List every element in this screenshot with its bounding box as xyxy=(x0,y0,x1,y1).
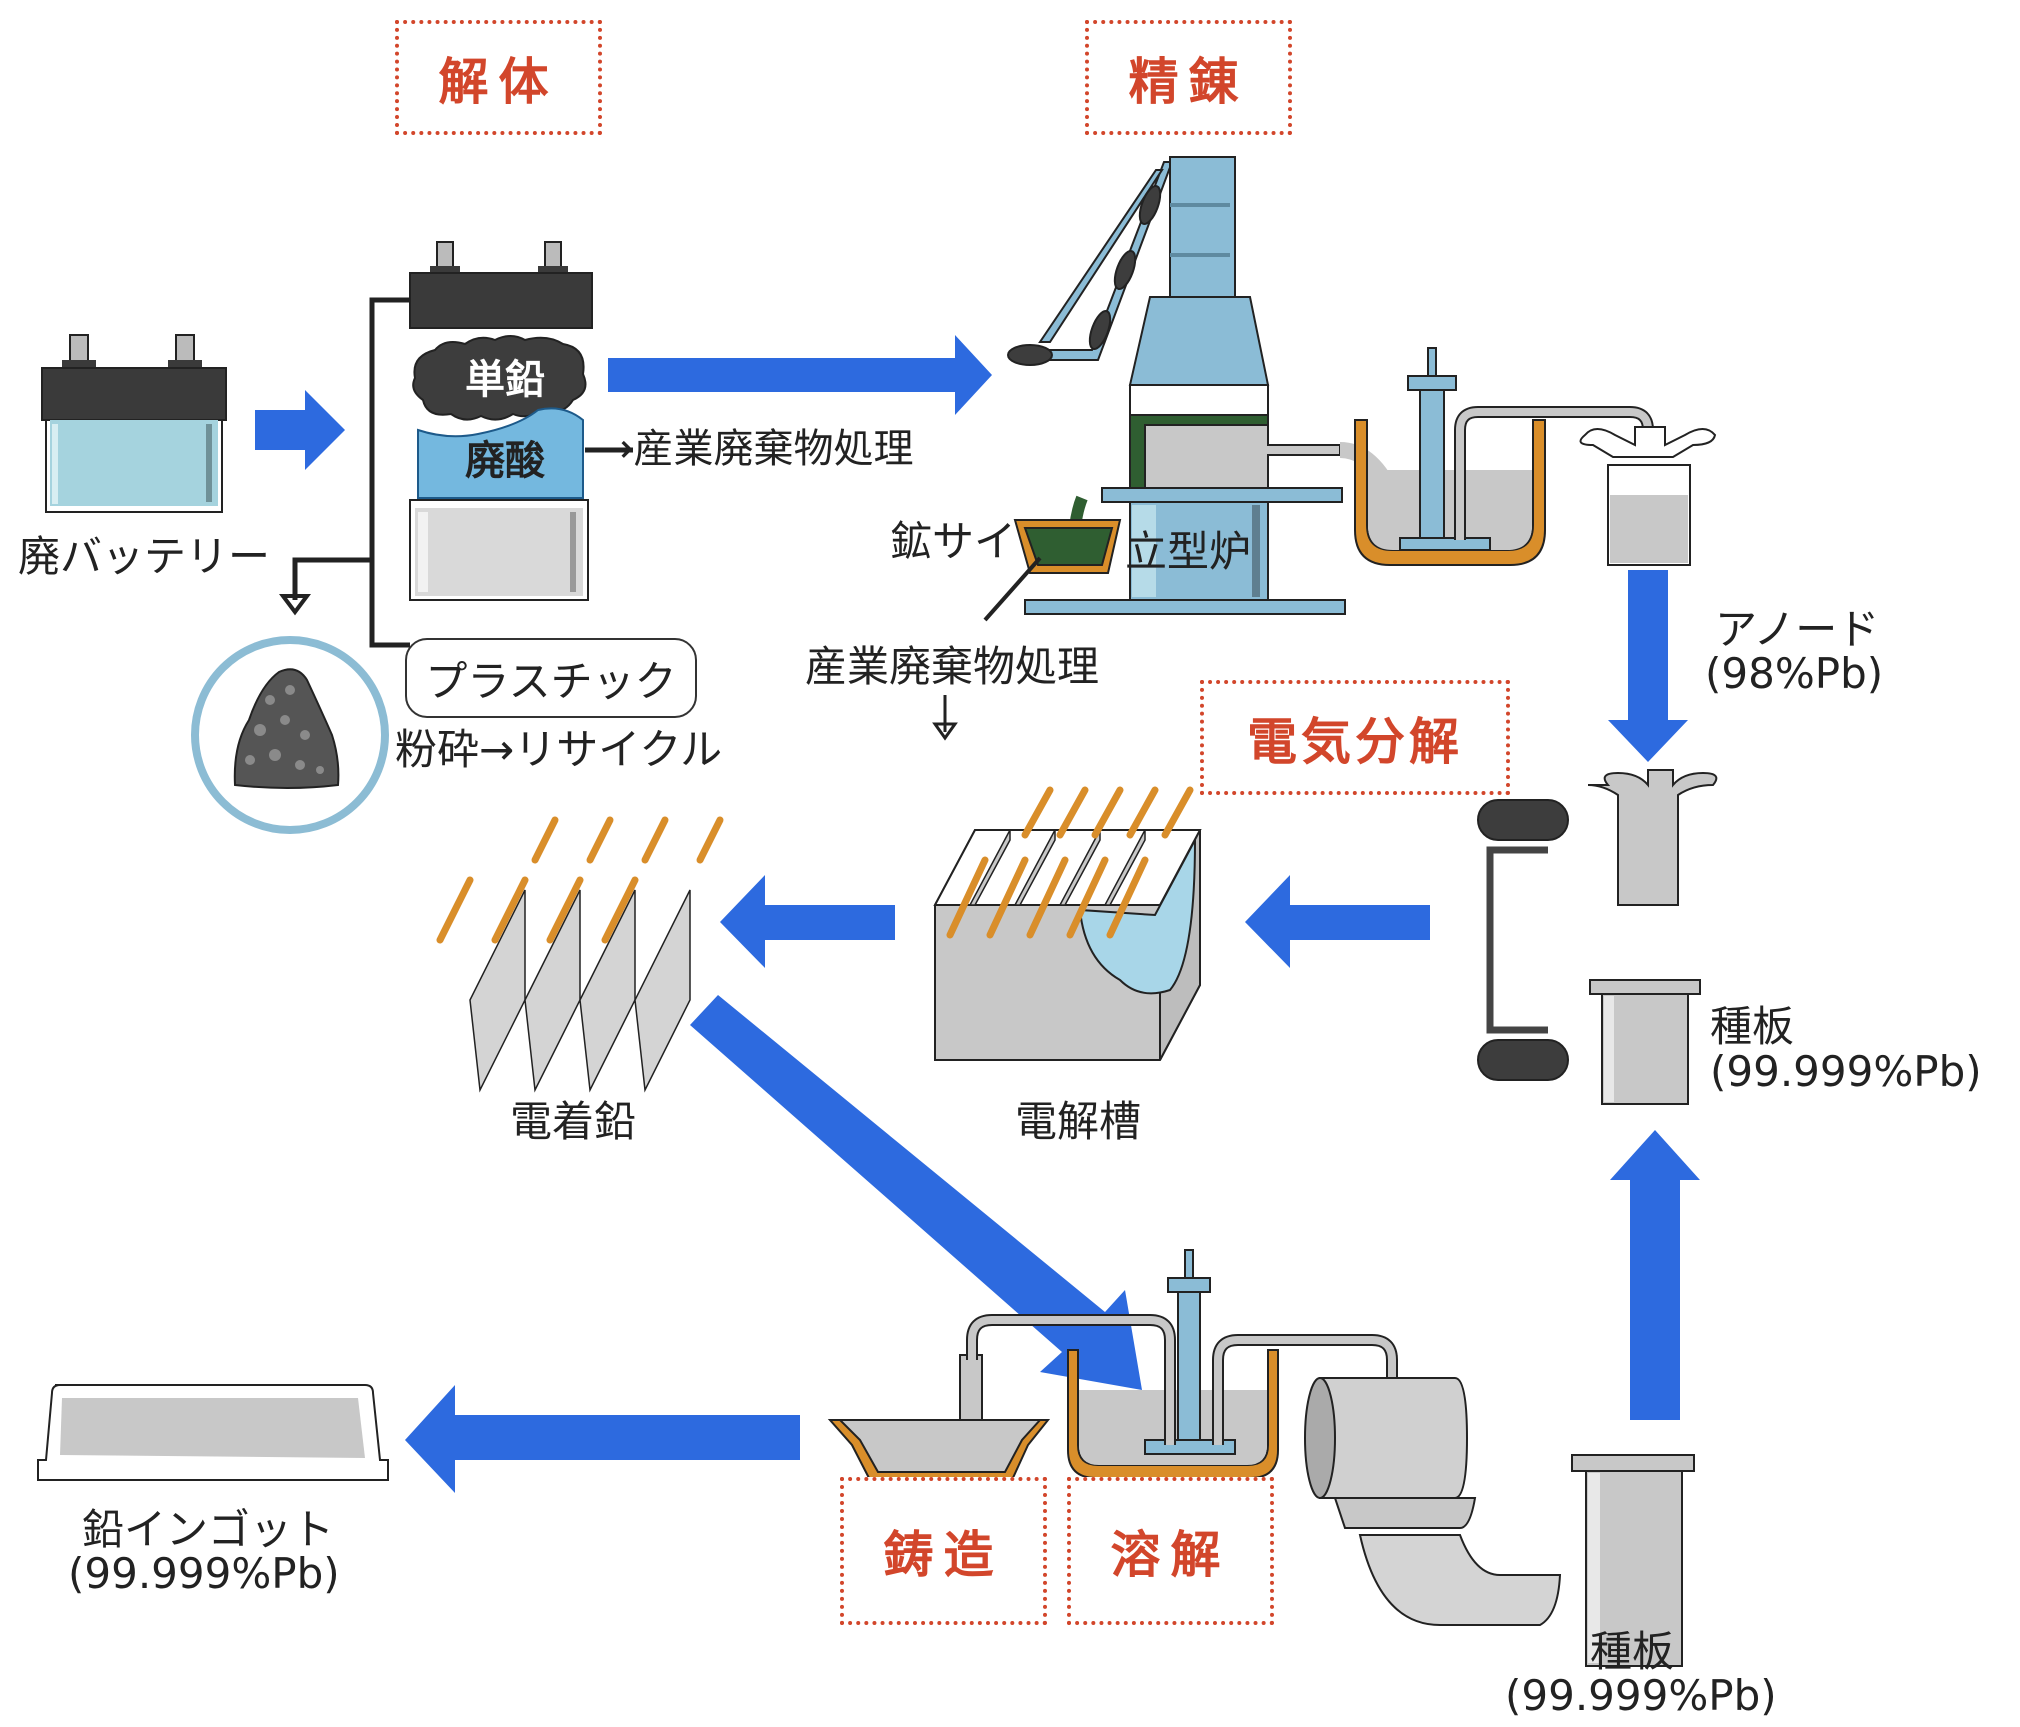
stage-dismantle: 解体 xyxy=(395,20,602,135)
label-seed-plate-purity: (99.999%Pb) xyxy=(1710,1047,1982,1096)
slag-pointer xyxy=(983,556,1042,622)
flow-arrow-6 xyxy=(690,995,1142,1390)
label-lead-ingot-purity: (99.999%Pb) xyxy=(68,1549,340,1598)
electrodeposited-lead-icon xyxy=(436,816,724,1093)
label-anode: アノード xyxy=(1715,605,1880,654)
label-electrodeposited-lead: 電着鉛 xyxy=(510,1097,637,1146)
seed-plate-bottom-icon xyxy=(1571,1454,1695,1667)
electrode-frame-icon xyxy=(1477,799,1569,1081)
lead-blob-icon xyxy=(412,335,587,421)
seed-plate-icon xyxy=(1589,979,1701,1105)
flow-arrow-4 xyxy=(1245,875,1430,968)
flow-arrow-8 xyxy=(1610,1130,1700,1420)
label-slag-disposal: 産業廃棄物処理 xyxy=(805,642,1100,691)
anode-icon xyxy=(1587,769,1718,906)
label-waste-acid: 廃酸 xyxy=(465,438,545,484)
refining-kettle-icon xyxy=(1354,347,1654,566)
plastic-crushed-icon xyxy=(191,636,389,834)
flow-arrow-1 xyxy=(255,390,345,470)
label-anode-purity: (98%Pb) xyxy=(1705,649,1884,698)
stage-casting: 鋳造 xyxy=(840,1477,1047,1625)
label-acid-disposal: →産業廃棄物処理 xyxy=(600,426,914,472)
battery-cover-icon xyxy=(409,241,593,329)
lead-ingot-icon xyxy=(37,1384,389,1481)
label-lead: 単鉛 xyxy=(465,357,545,403)
label-seed-plate-bottom-purity: (99.999%Pb) xyxy=(1505,1671,1777,1720)
electrolytic-cell-icon xyxy=(933,786,1202,1061)
label-plastic-recycle: 粉砕→リサイクル xyxy=(395,725,723,774)
lead-sheet-roll-icon xyxy=(1304,1377,1562,1626)
flow-arrow-5 xyxy=(720,875,895,968)
flow-arrow-7 xyxy=(405,1385,800,1493)
label-slag: 鉱サイ xyxy=(890,517,1017,566)
label-waste-battery: 廃バッテリー xyxy=(18,532,271,581)
battery-case-icon xyxy=(409,499,589,601)
vertical-furnace-icon xyxy=(1007,156,1346,615)
flow-arrow-2 xyxy=(608,335,992,415)
casting-pan-icon xyxy=(827,1354,1051,1481)
stage-refine: 精錬 xyxy=(1085,20,1292,135)
waste-acid-icon xyxy=(417,407,584,499)
label-lead-ingot: 鉛インゴット xyxy=(82,1505,335,1554)
flow-arrow-3 xyxy=(1608,570,1688,762)
connector-lines xyxy=(292,297,410,648)
label-electrolytic-cell: 電解槽 xyxy=(1015,1097,1142,1146)
label-furnace: 立型炉 xyxy=(1125,527,1252,576)
label-plastic: プラスチック xyxy=(405,638,697,718)
stage-melting: 溶解 xyxy=(1067,1477,1274,1625)
waste-battery-icon xyxy=(41,334,227,513)
label-seed-plate-bottom: 種板 xyxy=(1590,1627,1675,1676)
label-seed-plate: 種板 xyxy=(1710,1002,1795,1051)
stage-electrolysis: 電気分解 xyxy=(1200,680,1510,795)
anode-mold-icon xyxy=(1579,426,1717,566)
arrow-head-plastic xyxy=(279,594,311,616)
